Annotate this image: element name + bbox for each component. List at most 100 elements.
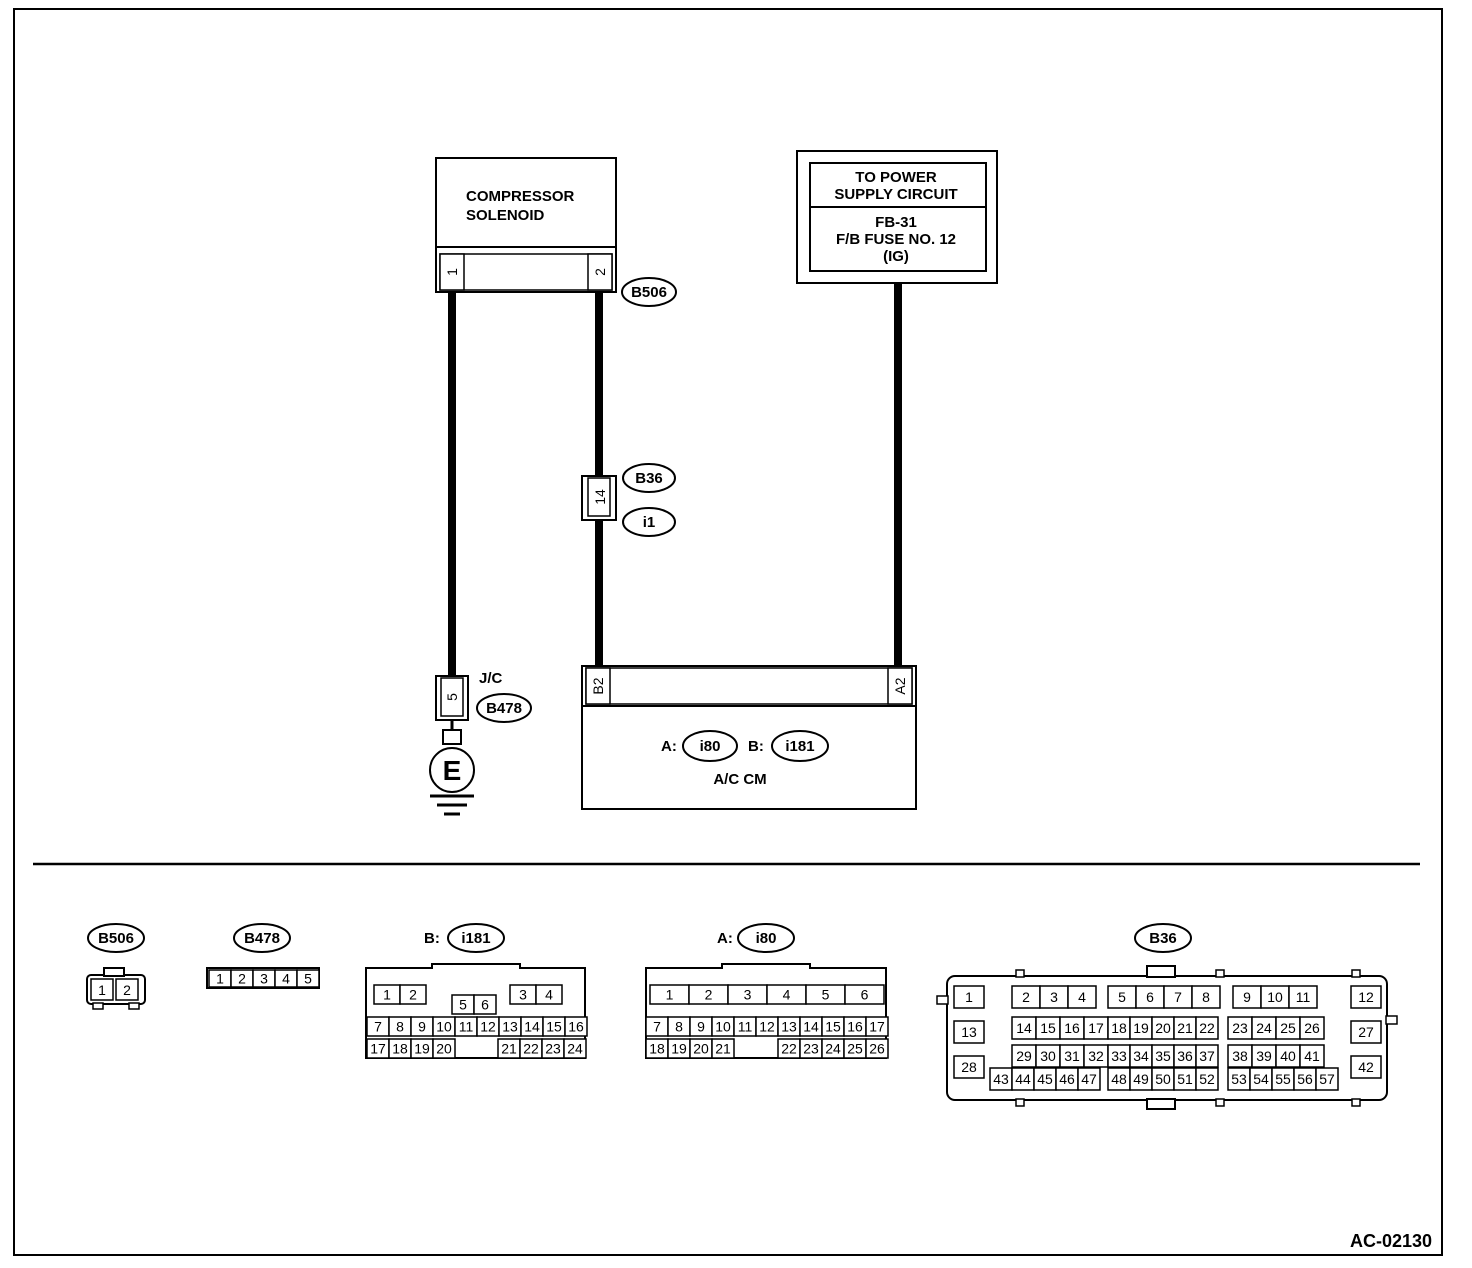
svg-text:8: 8 [1202, 989, 1210, 1005]
b36-pin-28: 28 [953, 1055, 985, 1079]
ground-label: E [443, 755, 462, 786]
svg-text:13: 13 [961, 1024, 977, 1040]
i80-pin-25: 25 [843, 1038, 867, 1059]
svg-text:28: 28 [961, 1059, 977, 1075]
i80-pin-12: 12 [755, 1016, 779, 1037]
svg-text:14: 14 [803, 1019, 819, 1035]
svg-text:12: 12 [480, 1019, 496, 1035]
svg-text:38: 38 [1232, 1048, 1248, 1064]
svg-text:21: 21 [1177, 1020, 1193, 1036]
i80-pin-17: 17 [865, 1016, 889, 1037]
svg-text:26: 26 [1304, 1020, 1320, 1036]
power-line4: F/B FUSE NO. 12 [836, 231, 956, 248]
b36-pin-16: 16 [1059, 1016, 1085, 1040]
svg-text:20: 20 [693, 1041, 709, 1057]
power-supply-box: TO POWER SUPPLY CIRCUIT FB-31 F/B FUSE N… [796, 150, 998, 284]
svg-text:22: 22 [523, 1041, 539, 1057]
svg-text:3: 3 [1050, 989, 1058, 1005]
mid-connector-pin: 14 [592, 489, 608, 505]
svg-text:43: 43 [993, 1071, 1009, 1087]
b36-pin-4: 4 [1067, 985, 1097, 1009]
b36-pin-15: 15 [1035, 1016, 1061, 1040]
svg-text:4: 4 [783, 987, 791, 1003]
svg-text:19: 19 [671, 1041, 687, 1057]
b36-pin-41: 41 [1299, 1044, 1325, 1068]
i181-pin-1: 1 [373, 984, 401, 1005]
b36-pin-36: 36 [1173, 1044, 1197, 1068]
svg-text:6: 6 [1146, 989, 1154, 1005]
i181-pin-24: 24 [563, 1038, 587, 1059]
svg-text:52: 52 [1199, 1071, 1215, 1087]
svg-text:18: 18 [392, 1041, 408, 1057]
b36-pin-57: 57 [1315, 1067, 1339, 1091]
i80-pin-15: 15 [821, 1016, 845, 1037]
svg-text:55: 55 [1275, 1071, 1291, 1087]
accm-name: A/C CM [713, 771, 766, 788]
i181-pin-4: 4 [535, 984, 563, 1005]
svg-text:40: 40 [1280, 1048, 1296, 1064]
i181-pin-23: 23 [541, 1038, 565, 1059]
svg-text:14: 14 [524, 1019, 540, 1035]
i80-pin-24: 24 [821, 1038, 845, 1059]
b36-pin-38: 38 [1227, 1044, 1253, 1068]
i181-pin-19: 19 [410, 1038, 434, 1059]
connector-tag-b478: B478 [476, 693, 532, 723]
svg-text:6: 6 [481, 997, 489, 1013]
b36-pin-24: 24 [1251, 1016, 1277, 1040]
b36-pin-11: 11 [1288, 985, 1318, 1009]
joint-connector: 5 J/C [435, 670, 503, 745]
i181-pin-6: 6 [473, 994, 497, 1015]
svg-text:10: 10 [436, 1019, 452, 1035]
svg-text:24: 24 [1256, 1020, 1272, 1036]
svg-text:20: 20 [1155, 1020, 1171, 1036]
b36-pin-48: 48 [1107, 1067, 1131, 1091]
i181-pin-9: 9 [410, 1016, 434, 1037]
svg-text:11: 11 [738, 1019, 753, 1035]
i80-pin-2: 2 [688, 984, 729, 1005]
svg-text:15: 15 [546, 1019, 562, 1035]
b36-pin-29: 29 [1011, 1044, 1037, 1068]
svg-text:23: 23 [1232, 1020, 1248, 1036]
i181-pin-17: 17 [366, 1038, 390, 1059]
b36-pin-35: 35 [1151, 1044, 1175, 1068]
b36-pin-23: 23 [1227, 1016, 1253, 1040]
accm-pin-a2: A2 [892, 677, 908, 694]
i80-pin-18: 18 [645, 1038, 669, 1059]
svg-text:17: 17 [370, 1041, 386, 1057]
svg-text:26: 26 [869, 1041, 885, 1057]
svg-text:46: 46 [1059, 1071, 1075, 1087]
svg-text:10: 10 [1267, 989, 1283, 1005]
i80-pin-23: 23 [799, 1038, 823, 1059]
b478-pin-5: 5 [296, 969, 320, 988]
svg-text:B506: B506 [631, 284, 667, 301]
i80-pin-8: 8 [667, 1016, 691, 1037]
svg-text:12: 12 [759, 1019, 775, 1035]
i80-pin-21: 21 [711, 1038, 735, 1059]
i80-pin-16: 16 [843, 1016, 867, 1037]
svg-text:11: 11 [459, 1019, 474, 1035]
svg-text:2: 2 [1022, 989, 1030, 1005]
svg-text:3: 3 [744, 987, 752, 1003]
svg-text:2: 2 [123, 982, 131, 998]
b36-pin-33: 33 [1107, 1044, 1131, 1068]
b36-pin-45: 45 [1033, 1067, 1057, 1091]
legend-i80-tag: i80 [756, 930, 777, 947]
i181-pin-12: 12 [476, 1016, 500, 1037]
i181-pin-2: 2 [399, 984, 427, 1005]
connector-tag-b36: B36 [622, 463, 676, 493]
ac-control-module: B2 A2 A: i80 B: i181 A/C CM [581, 665, 917, 810]
svg-text:8: 8 [396, 1019, 404, 1035]
svg-text:17: 17 [869, 1019, 885, 1035]
svg-text:3: 3 [260, 971, 268, 987]
b36-pin-18: 18 [1107, 1016, 1131, 1040]
svg-text:19: 19 [414, 1041, 430, 1057]
i181-pin-14: 14 [520, 1016, 544, 1037]
svg-text:41: 41 [1304, 1048, 1320, 1064]
svg-text:5: 5 [459, 997, 467, 1013]
b36-pin-19: 19 [1129, 1016, 1153, 1040]
i181-pin-7: 7 [366, 1016, 390, 1037]
svg-text:9: 9 [697, 1019, 705, 1035]
b36-pin-6: 6 [1135, 985, 1165, 1009]
b36-pin-9: 9 [1232, 985, 1262, 1009]
svg-text:1: 1 [965, 989, 973, 1005]
